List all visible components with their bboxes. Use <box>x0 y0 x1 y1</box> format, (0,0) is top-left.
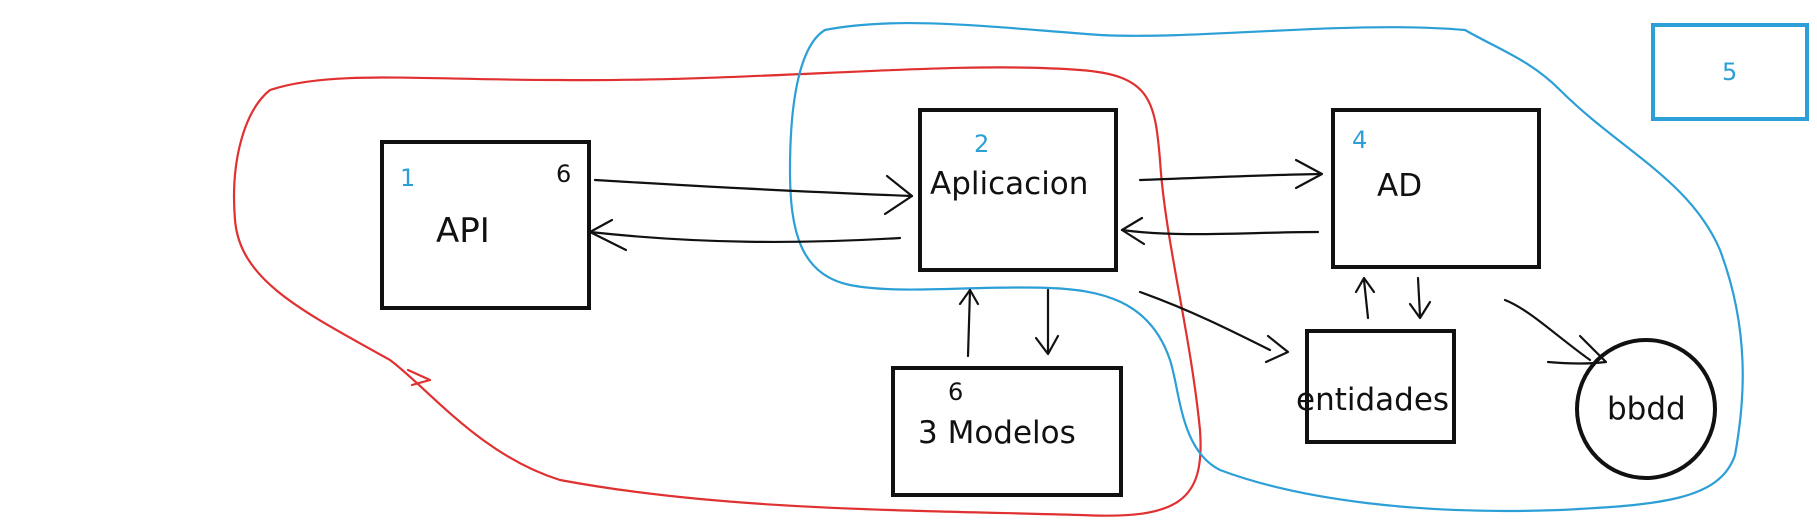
ad-number: 4 <box>1352 126 1367 154</box>
legend-box-5-label: 5 <box>1722 58 1737 86</box>
arrow-aplicacion-to-ad-head <box>1294 158 1324 190</box>
bbdd-circle <box>1575 338 1717 480</box>
arrow-ad-to-bbdd <box>1503 298 1592 362</box>
arrow-modelos-to-aplicacion <box>966 288 972 358</box>
arrow-ad-to-aplicacion <box>1120 228 1320 236</box>
ad-box <box>1331 108 1541 269</box>
aplicacion-box <box>918 108 1118 272</box>
arrow-ad-to-aplicacion-head <box>1120 216 1146 246</box>
entidades-box <box>1305 329 1456 444</box>
arrow-entidades-to-ad <box>1362 278 1370 320</box>
arrow-ad-to-entidades <box>1416 276 1422 318</box>
entidades-label: entidades <box>1296 382 1449 418</box>
aplicacion-number: 2 <box>974 130 989 158</box>
arrow-aplicacion-to-entidades-head <box>1264 334 1290 364</box>
aplicacion-label: Aplicacion <box>930 166 1088 202</box>
modelos-label: 3 Modelos <box>918 415 1076 451</box>
arrow-ad-to-entidades-head <box>1408 300 1432 320</box>
red-arrow-tick <box>406 368 432 387</box>
api-label: API <box>436 211 490 251</box>
arrow-aplicacion-to-api-head <box>588 218 628 252</box>
red-group-outline <box>232 66 1202 517</box>
arrow-aplicacion-to-modelos-head <box>1034 334 1060 356</box>
api-box <box>380 140 591 310</box>
arrow-ad-to-bbdd-head <box>1546 334 1608 365</box>
modelos-mark: 6 <box>948 378 963 406</box>
ad-label: AD <box>1377 168 1422 204</box>
arrow-modelos-to-aplicacion-head <box>958 288 980 306</box>
arrow-api-to-aplicacion <box>593 178 914 198</box>
api-corner-mark: 6 <box>556 160 571 188</box>
arrow-aplicacion-to-ad <box>1138 172 1322 182</box>
bbdd-label: bbdd <box>1607 391 1686 427</box>
arrow-entidades-to-ad-head <box>1354 276 1376 294</box>
arrow-aplicacion-to-entidades <box>1138 290 1272 352</box>
modelos-box <box>891 366 1123 497</box>
api-number: 1 <box>400 164 415 192</box>
arrow-aplicacion-to-api <box>588 230 902 244</box>
blue-group-outline <box>788 21 1744 513</box>
legend-box-5 <box>1651 23 1809 121</box>
arrow-api-to-aplicacion-head <box>883 174 914 216</box>
